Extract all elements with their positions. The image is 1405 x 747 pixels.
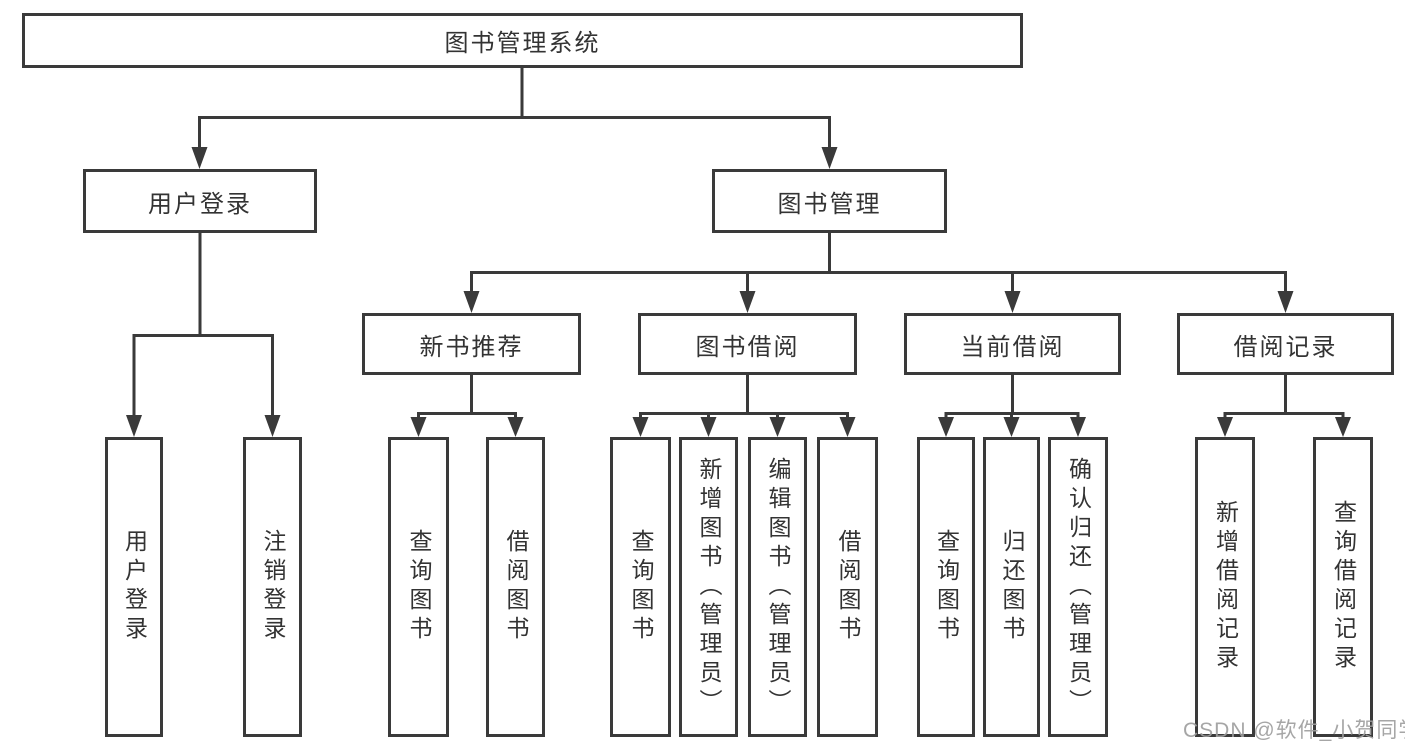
csdn-watermark: CSDN @软件_小贺同学 [1183,719,1405,742]
node-book-borrowing: 图书借阅 [638,313,857,375]
node-leaf-query-books-recommend: 查询图书 [388,437,449,737]
node-new-book-recommendation: 新书推荐 [362,313,581,375]
node-leaf-add-books-admin: 新增图书（管理员） [679,437,738,737]
node-leaf-borrow-books-recommend: 借阅图书 [486,437,545,737]
node-leaf-return-books: 归还图书 [983,437,1040,737]
node-borrowing-records: 借阅记录 [1177,313,1394,375]
node-leaf-confirm-return-admin: 确认归还（管理员） [1048,437,1108,737]
node-leaf-logout: 注销登录 [243,437,302,737]
node-leaf-edit-books-admin: 编辑图书（管理员） [748,437,807,737]
node-leaf-add-borrow-record: 新增借阅记录 [1195,437,1255,737]
node-leaf-user-login: 用户登录 [105,437,163,737]
node-leaf-query-books-borrowing: 查询图书 [610,437,671,737]
node-current-borrowing: 当前借阅 [904,313,1121,375]
node-book-management: 图书管理 [712,169,947,233]
node-user-login: 用户登录 [83,169,317,233]
node-leaf-query-borrow-record: 查询借阅记录 [1313,437,1373,737]
node-leaf-query-books-current: 查询图书 [917,437,975,737]
node-library-management-system: 图书管理系统 [22,13,1023,68]
node-leaf-borrow-books-borrowing: 借阅图书 [817,437,878,737]
